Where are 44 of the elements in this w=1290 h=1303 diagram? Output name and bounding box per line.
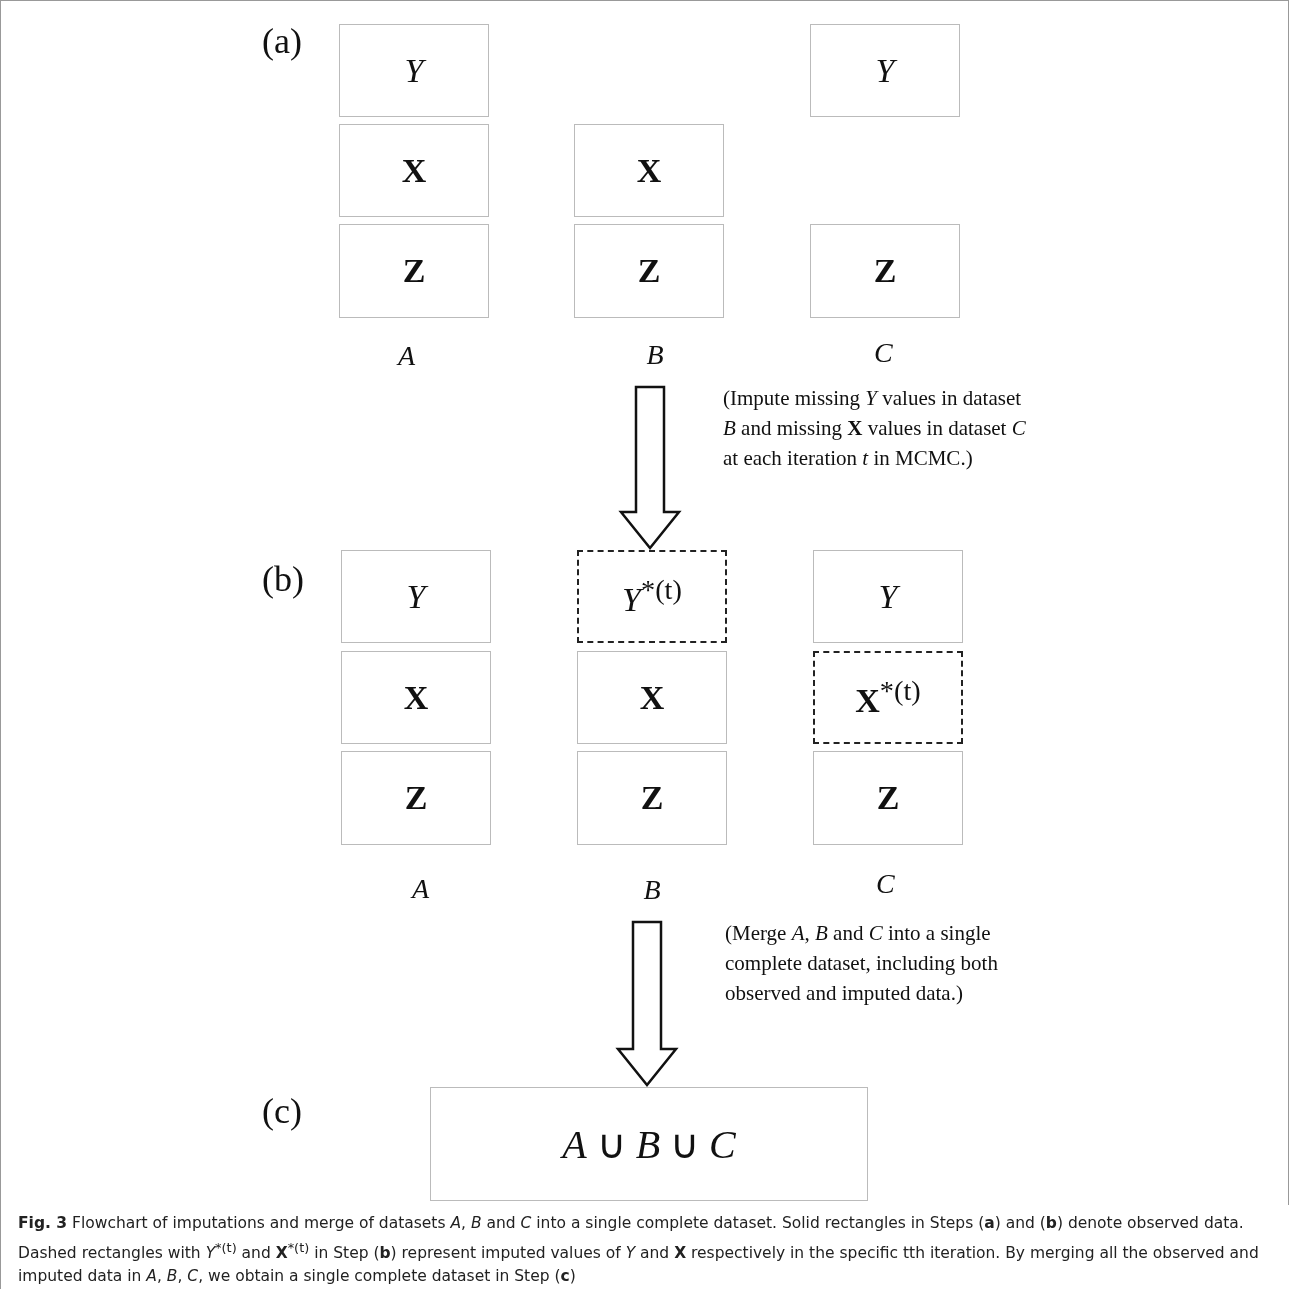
column-label: A <box>412 873 430 905</box>
cell-text: Z <box>640 779 664 817</box>
data-box <box>341 651 491 744</box>
data-box <box>339 24 489 117</box>
cell-text: X <box>403 678 429 717</box>
data-box <box>341 550 491 643</box>
block-arrow <box>618 385 682 550</box>
cell-text: Z <box>873 252 897 290</box>
data-box <box>430 1087 868 1201</box>
data-box <box>577 751 727 845</box>
data-box <box>339 224 489 318</box>
data-box <box>574 224 724 318</box>
cell-text: X$^{*(t)}$ <box>855 674 921 721</box>
data-box <box>813 550 963 643</box>
edge-label: (Impute missing Y values in dataset B and missing X values in dataset C at each iteration t in MCMC.) <box>723 385 1027 472</box>
dashed-data-box <box>813 651 963 744</box>
column-label: A <box>398 340 416 372</box>
cell-text: A ∪ B ∪ C <box>562 1120 736 1168</box>
data-box <box>810 24 960 117</box>
cell-text: Y$^{*(t)}$ <box>622 573 682 620</box>
column-label: C <box>874 337 893 369</box>
edge-label: (Merge A, B and C into a single complete dataset, including both observed and imputed data.) <box>725 920 999 1007</box>
step-label: (c) <box>262 1090 302 1132</box>
cell-text: X <box>639 678 665 717</box>
figure-caption: Fig. 3 Flowchart of imputations and merge of datasets A, B and C into a single complete dataset. Solid rectangles in Steps (a) and (b) denote observed data. Dashed rectangles with Y$^{*(t)}$ and X$^{*(t)}$ in Step (b) represent imputed values of Y and X respectively in the specific tth iteration. By merging all the observed and imputed data in A, B, C, we obtain a single complete dataset in Step (c) <box>18 1213 1260 1288</box>
step-label: (b) <box>262 558 304 600</box>
column-label: C <box>876 868 895 900</box>
data-box <box>339 124 489 217</box>
cell-text: X <box>636 151 662 190</box>
data-box <box>341 751 491 845</box>
data-box <box>810 224 960 318</box>
cell-text: Z <box>876 779 900 817</box>
data-box <box>574 124 724 217</box>
column-label: B <box>646 339 664 371</box>
dashed-data-box <box>577 550 727 643</box>
cell-text: Z <box>404 779 428 817</box>
data-box <box>813 751 963 845</box>
cell-text: X <box>401 151 427 190</box>
cell-text: Z <box>402 252 426 290</box>
block-arrow <box>615 920 679 1087</box>
column-label: B <box>643 874 661 906</box>
data-box <box>577 651 727 744</box>
step-label: (a) <box>262 20 302 62</box>
cell-text: Z <box>637 252 661 290</box>
